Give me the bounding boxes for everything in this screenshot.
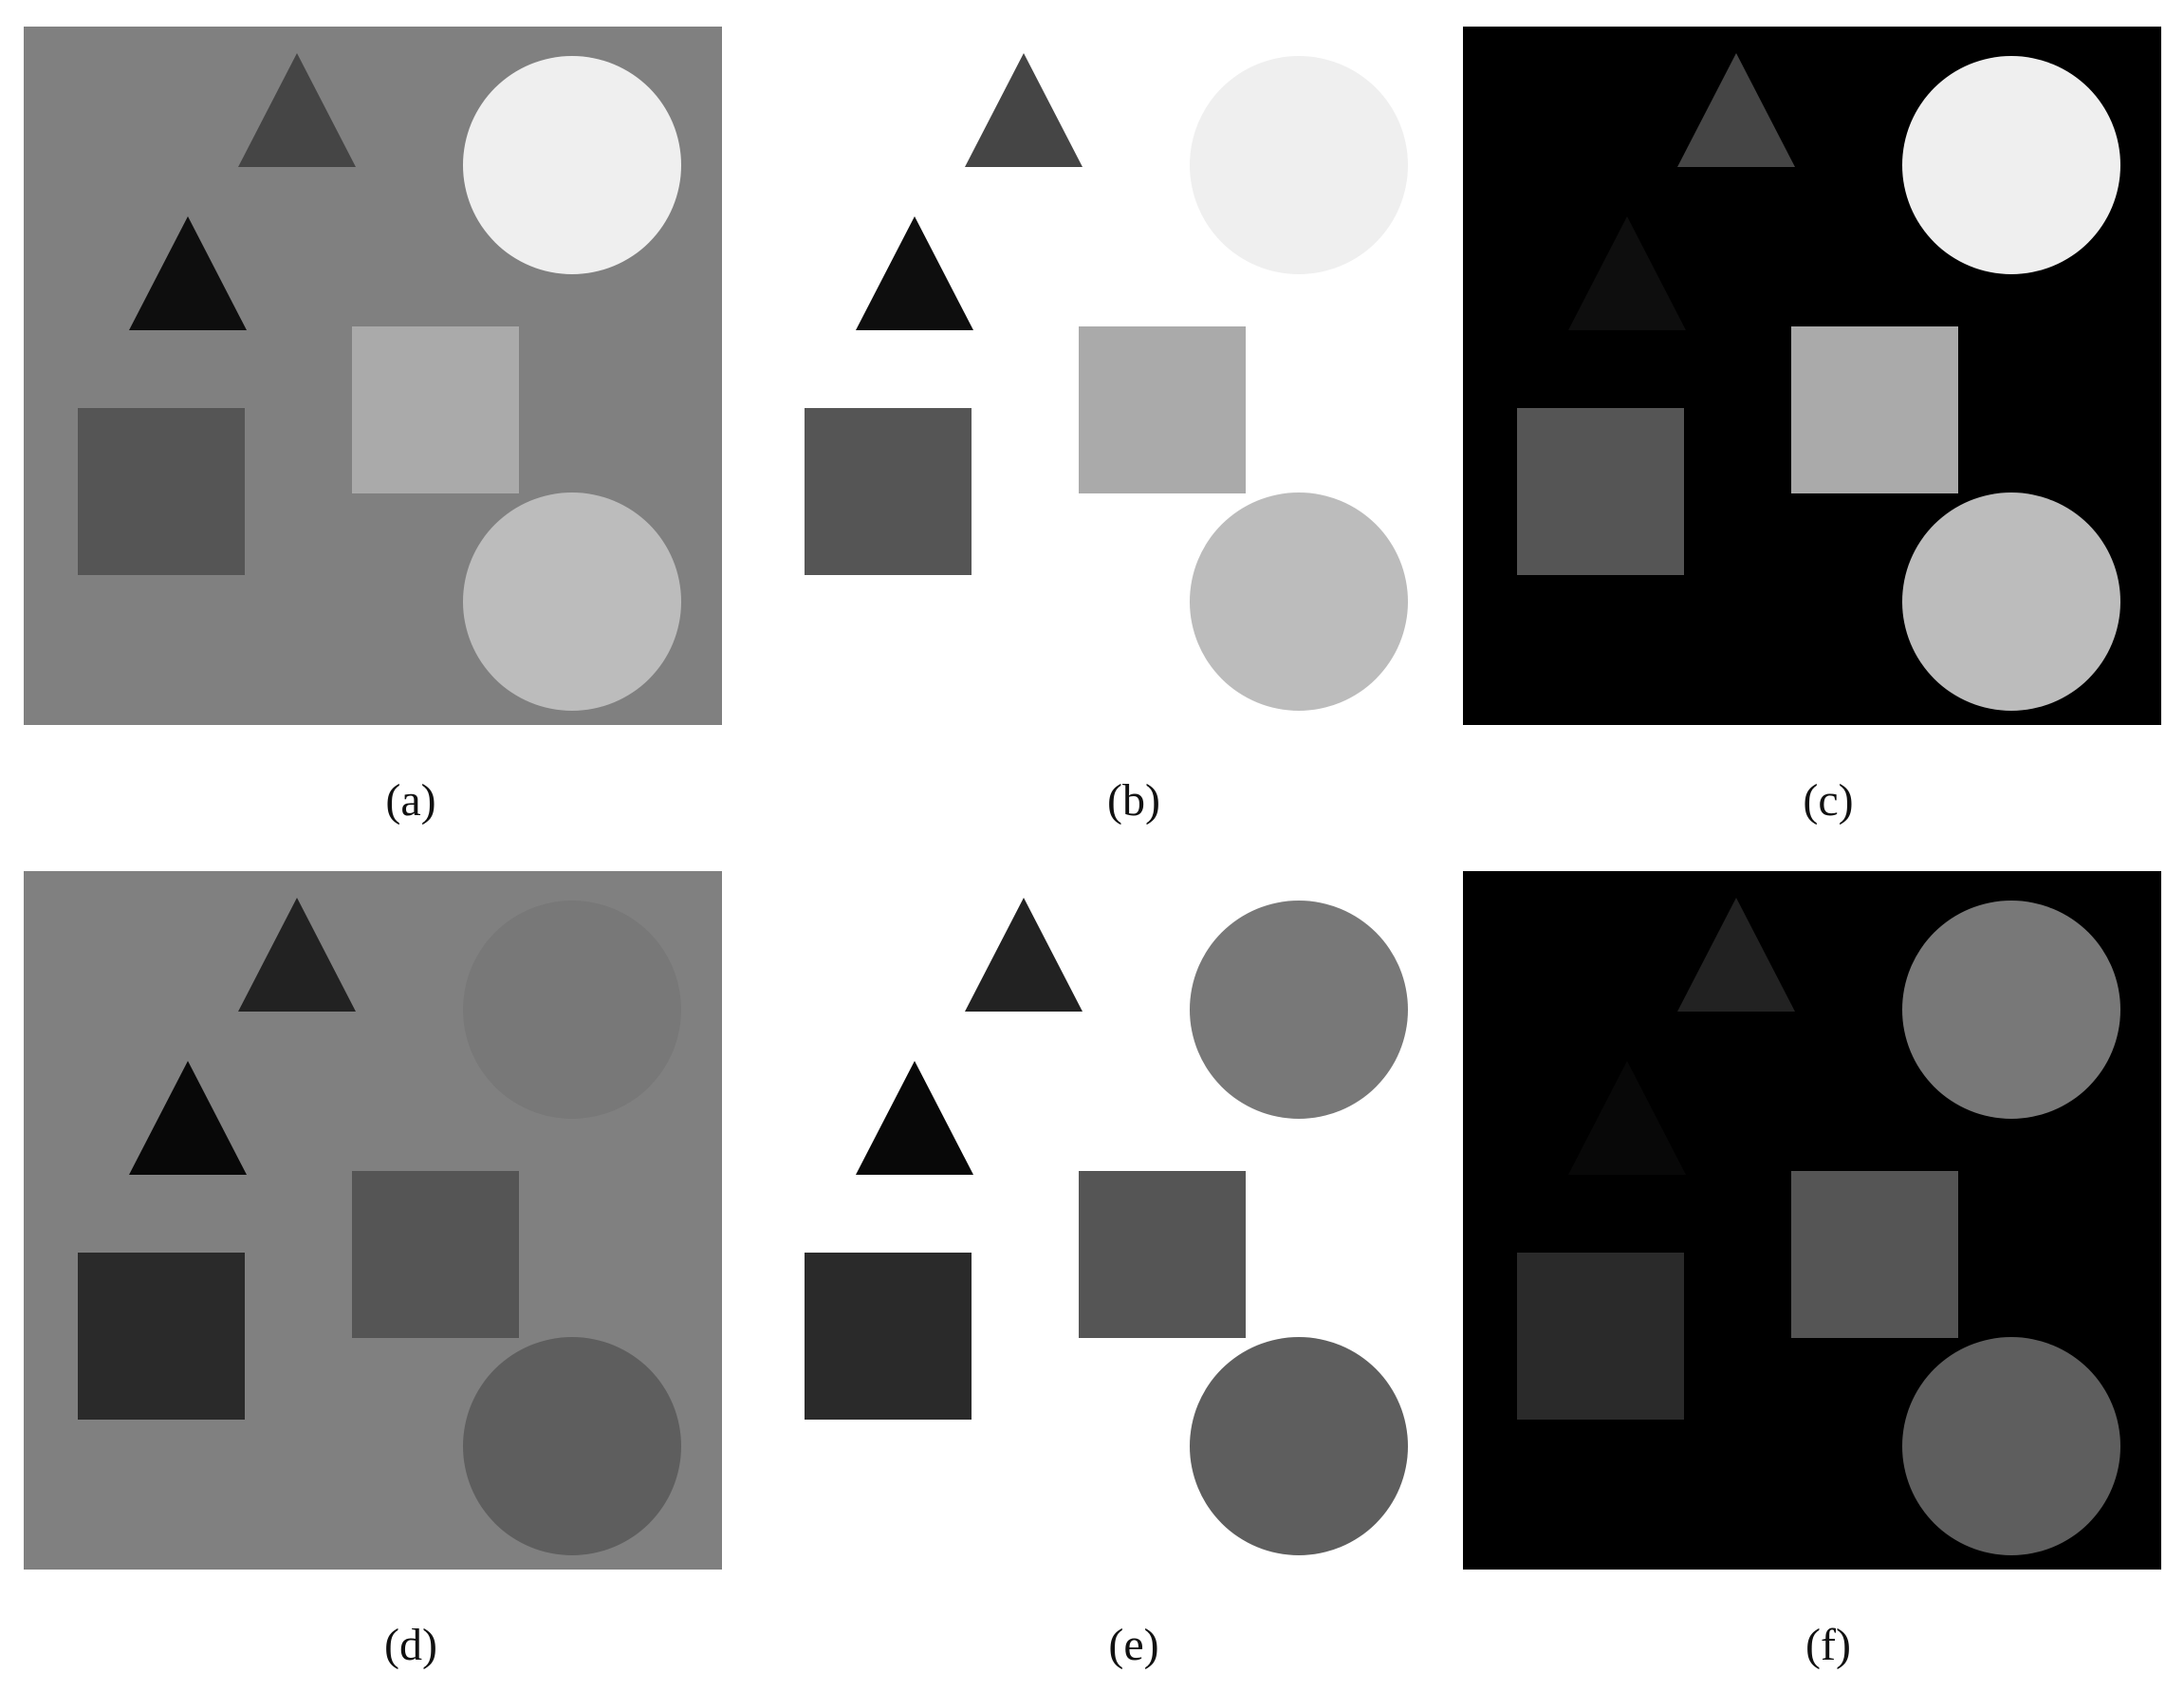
square-left — [78, 408, 245, 575]
circle-top — [463, 56, 681, 274]
circle-bottom — [463, 492, 681, 711]
square-left — [1517, 408, 1684, 575]
square-center — [1079, 1171, 1246, 1338]
triangle-top — [965, 53, 1083, 167]
circle-top — [1190, 901, 1408, 1119]
triangle-top — [238, 898, 356, 1012]
caption-a: (a) — [385, 775, 436, 826]
panel-e-svg — [750, 871, 1449, 1570]
square-center — [1791, 1171, 1958, 1338]
circle-bottom — [1902, 492, 2120, 711]
caption-e: (e) — [1108, 1620, 1159, 1670]
circle-bottom — [1902, 1337, 2120, 1555]
panel-e-image — [750, 871, 1449, 1570]
panel-b-svg — [750, 27, 1449, 725]
triangle-left — [1568, 1061, 1686, 1175]
circle-bottom — [1190, 1337, 1408, 1555]
panel-f-svg — [1463, 871, 2161, 1570]
panel-a-image — [24, 27, 722, 725]
triangle-top — [1677, 898, 1795, 1012]
square-left — [805, 408, 972, 575]
square-center — [1791, 326, 1958, 493]
caption-d: (d) — [384, 1620, 437, 1670]
triangle-top — [1677, 53, 1795, 167]
square-left — [1517, 1253, 1684, 1420]
panel-c-image — [1463, 27, 2161, 725]
panel-a-svg — [24, 27, 722, 725]
triangle-left — [1568, 216, 1686, 330]
triangle-left — [856, 216, 973, 330]
circle-top — [463, 901, 681, 1119]
panel-d-image — [24, 871, 722, 1570]
circle-top — [1902, 901, 2120, 1119]
square-center — [1079, 326, 1246, 493]
caption-f: (f) — [1805, 1620, 1851, 1670]
triangle-top — [238, 53, 356, 167]
triangle-top — [965, 898, 1083, 1012]
square-center — [352, 326, 519, 493]
circle-top — [1902, 56, 2120, 274]
circle-top — [1190, 56, 1408, 274]
triangle-left — [129, 216, 247, 330]
triangle-left — [856, 1061, 973, 1175]
panel-b-image — [750, 27, 1449, 725]
circle-bottom — [463, 1337, 681, 1555]
circle-bottom — [1190, 492, 1408, 711]
square-left — [805, 1253, 972, 1420]
panel-c-svg — [1463, 27, 2161, 725]
caption-c: (c) — [1803, 775, 1854, 826]
square-left — [78, 1253, 245, 1420]
caption-b: (b) — [1107, 775, 1160, 826]
panel-f-image — [1463, 871, 2161, 1570]
panel-d-svg — [24, 871, 722, 1570]
square-center — [352, 1171, 519, 1338]
triangle-left — [129, 1061, 247, 1175]
